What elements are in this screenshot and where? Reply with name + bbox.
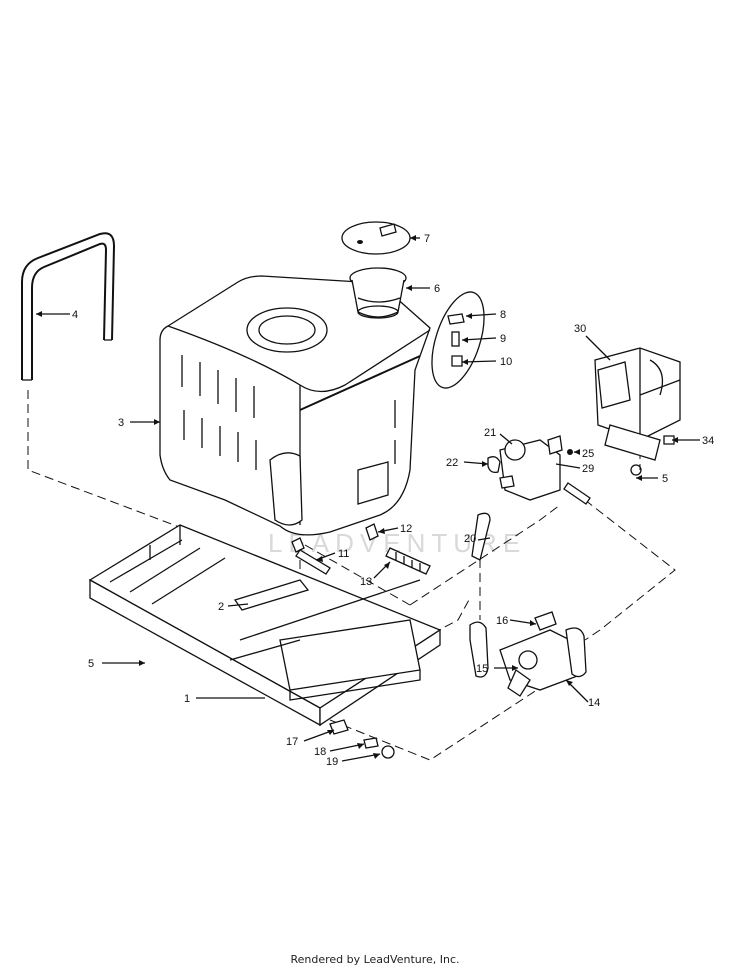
callout-18: 18 bbox=[314, 746, 326, 758]
callout-7: 7 bbox=[424, 233, 430, 245]
callout-16: 16 bbox=[496, 615, 508, 627]
callout-3: 3 bbox=[118, 417, 124, 429]
callout-labels: 1 2 3 4 5 5 6 7 8 9 10 11 12 13 14 15 16… bbox=[72, 233, 714, 768]
fittings-oval bbox=[299, 291, 485, 411]
callout-19: 19 bbox=[326, 756, 338, 768]
callout-6: 6 bbox=[434, 283, 440, 295]
callout-4: 4 bbox=[72, 309, 78, 321]
handle-part-4 bbox=[21, 232, 116, 381]
pump-part-14 bbox=[469, 611, 587, 697]
callout-34: 34 bbox=[702, 435, 714, 447]
callout-1: 1 bbox=[184, 693, 190, 705]
callout-22: 22 bbox=[446, 457, 458, 469]
callout-12: 12 bbox=[400, 523, 412, 535]
footer-credit: Rendered by LeadVenture, Inc. bbox=[290, 953, 460, 966]
callout-2: 2 bbox=[218, 601, 224, 613]
drain-fittings bbox=[329, 719, 395, 759]
callout-17: 17 bbox=[286, 736, 298, 748]
callout-13: 13 bbox=[360, 576, 372, 588]
callout-25: 25 bbox=[582, 448, 594, 460]
callout-8: 8 bbox=[500, 309, 506, 321]
callout-21: 21 bbox=[484, 427, 496, 439]
callout-30: 30 bbox=[574, 323, 586, 335]
callout-15: 15 bbox=[476, 663, 488, 675]
arrow-heads bbox=[36, 235, 678, 759]
frame-part-1 bbox=[88, 524, 442, 727]
fittings bbox=[291, 482, 591, 575]
callout-20: 20 bbox=[464, 533, 476, 545]
lid-part-7 bbox=[341, 221, 411, 255]
tank-part-3 bbox=[159, 275, 431, 536]
engine-part-30 bbox=[594, 347, 681, 476]
callout-11: 11 bbox=[338, 548, 349, 560]
callout-14: 14 bbox=[588, 697, 600, 709]
valve-assembly bbox=[487, 435, 573, 501]
callout-29: 29 bbox=[582, 463, 594, 475]
callout-9: 9 bbox=[500, 333, 506, 345]
callout-5-right: 5 bbox=[662, 473, 668, 485]
callout-5-left: 5 bbox=[88, 658, 94, 670]
strainer-part-6 bbox=[349, 267, 407, 319]
callout-10: 10 bbox=[500, 356, 512, 368]
